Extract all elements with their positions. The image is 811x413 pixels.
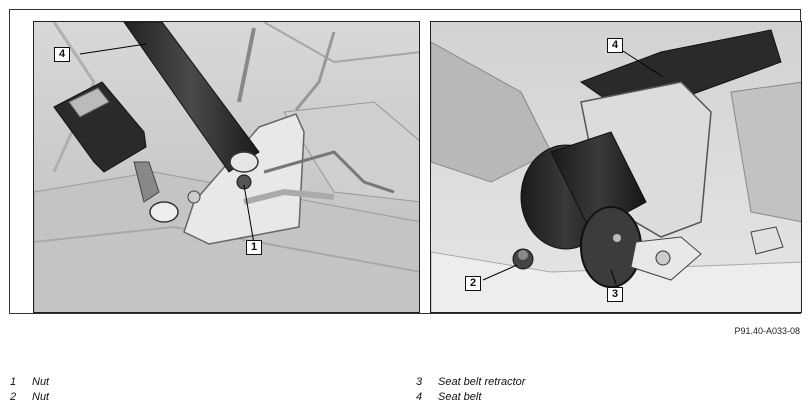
legend-item: 1 Nut [10,376,49,391]
legend-label: Nut [32,391,50,403]
right-illustration-panel: 4 2 3 [430,21,802,313]
legend-number: 3 [416,376,423,388]
legend-number: 2 [10,391,17,403]
callout-nut-2: 2 [465,276,481,291]
legend-number: 4 [416,391,423,403]
legend-item: 2 Nut [10,391,49,406]
left-illustration [34,22,419,312]
figure-id: P91.40-A033-08 [734,326,800,336]
legend-number: 1 [10,376,17,388]
callout-seat-belt-retractor: 3 [607,287,623,302]
figure-frame: 4 1 [9,9,802,314]
callout-seat-belt-left: 4 [54,47,70,62]
legend-label: Seat belt retractor [438,376,526,388]
left-illustration-panel: 4 1 [33,21,420,313]
legend-item: 4 Seat belt [416,391,481,406]
right-illustration [431,22,801,312]
callout-seat-belt-right: 4 [607,38,623,53]
callout-nut-1: 1 [246,240,262,255]
legend-label: Nut [32,376,50,388]
legend-label: Seat belt [438,391,482,403]
legend-item: 3 Seat belt retractor [416,376,525,391]
